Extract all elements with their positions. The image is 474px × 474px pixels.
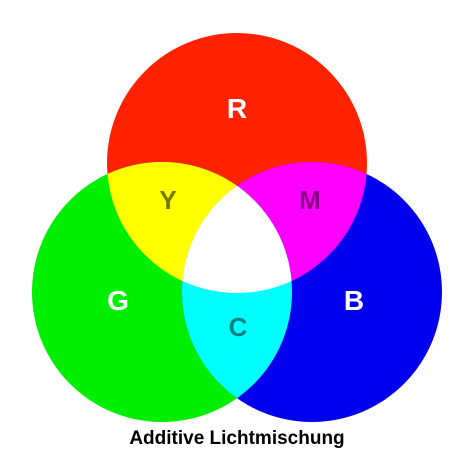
red-label: R (227, 93, 247, 124)
blue-label: B (344, 285, 364, 316)
white-center-overlap (182, 162, 292, 293)
green-label: G (107, 285, 129, 316)
cyan-label: C (229, 312, 248, 342)
magenta-label: M (299, 185, 321, 215)
diagram-caption: Additive Lichtmischung (129, 428, 345, 449)
yellow-label: Y (159, 185, 176, 215)
